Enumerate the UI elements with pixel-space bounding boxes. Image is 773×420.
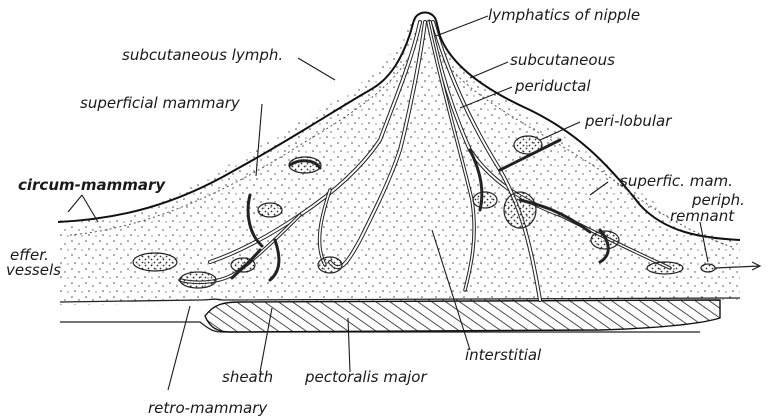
label-periductal: periductal <box>514 77 591 95</box>
label-remnant: remnant <box>670 207 735 225</box>
label-circum-mammary: circum-mammary <box>18 176 166 194</box>
label-subcutaneous-lymph: subcutaneous lymph. <box>122 46 283 64</box>
label-superfic-mam: superfic. mam. <box>620 172 733 190</box>
label-pectoralis-major: pectoralis major <box>304 368 427 386</box>
label-retro-mammary: retro-mammary <box>148 399 268 417</box>
label-subcutaneous: subcutaneous <box>510 51 615 69</box>
label-peri-lobular: peri-lobular <box>584 112 672 130</box>
label-interstitial: interstitial <box>465 346 542 364</box>
label-vessels: vessels <box>6 261 61 279</box>
label-sheath: sheath <box>222 368 273 386</box>
label-superficial-mammary: superficial mammary <box>80 94 241 112</box>
label-lymphatics-of-nipple: lymphatics of nipple <box>488 6 640 24</box>
